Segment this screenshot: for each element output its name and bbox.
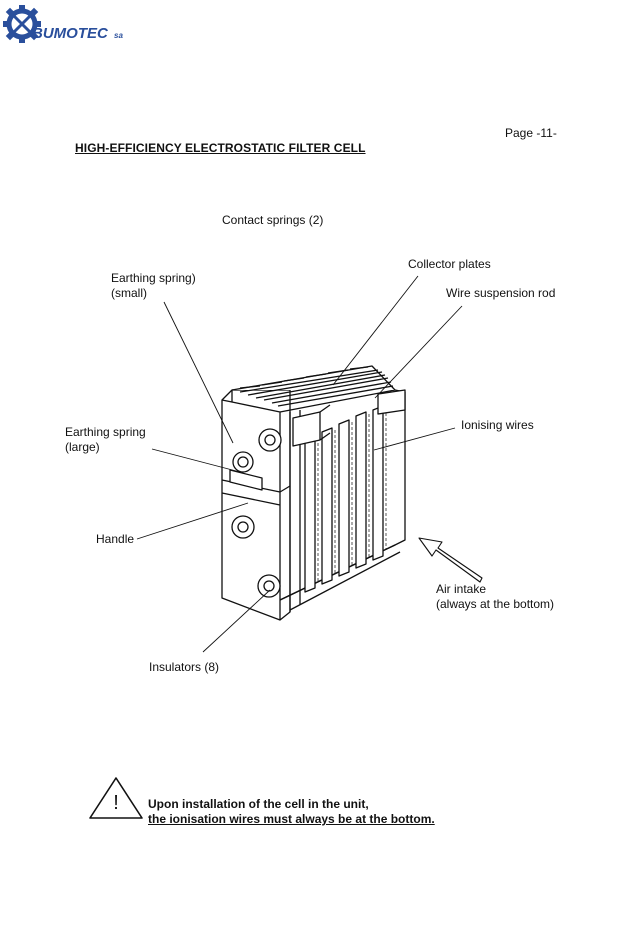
label-air-intake-line2: (always at the bottom) — [436, 597, 555, 611]
label-earthing-spring-small-line2: (small) — [111, 286, 147, 300]
warning-text: Upon installation of the cell in the uni… — [148, 797, 435, 827]
warning-symbol: ! — [113, 792, 119, 814]
gear-icon — [3, 5, 41, 43]
warning-line1: Upon installation of the cell in the uni… — [148, 797, 369, 811]
brand-suffix: sa — [114, 31, 123, 40]
label-ionising-wires: Ionising wires — [461, 418, 534, 432]
page-number: Page -11- — [505, 126, 557, 140]
label-contact-springs: Contact springs (2) — [222, 213, 324, 227]
label-insulators: Insulators (8) — [149, 660, 220, 674]
label-handle: Handle — [96, 532, 135, 546]
bumotec-logo: BUMOTEC sa — [3, 5, 123, 43]
label-air-intake: Air intake (always at the bottom) — [436, 582, 554, 612]
label-earthing-spring-small: Earthing spring) (small) — [111, 271, 196, 301]
brand-text: BUMOTEC — [32, 25, 109, 42]
label-wire-suspension-rod: Wire suspension rod — [446, 286, 556, 300]
label-earthing-spring-large-line2: (large) — [65, 440, 100, 454]
label-earthing-spring-small-line1: Earthing spring) — [111, 271, 196, 285]
label-collector-plates: Collector plates — [408, 257, 491, 271]
label-air-intake-line1: Air intake — [436, 582, 487, 596]
label-earthing-spring-large: Earthing spring (large) — [65, 425, 146, 455]
page-title: HIGH-EFFICIENCY ELECTROSTATIC FILTER CEL… — [75, 141, 366, 155]
label-earthing-spring-large-line1: Earthing spring — [65, 425, 146, 439]
warning-icon: ! — [89, 777, 143, 819]
warning-line2: the ionisation wires must always be at t… — [148, 812, 435, 826]
